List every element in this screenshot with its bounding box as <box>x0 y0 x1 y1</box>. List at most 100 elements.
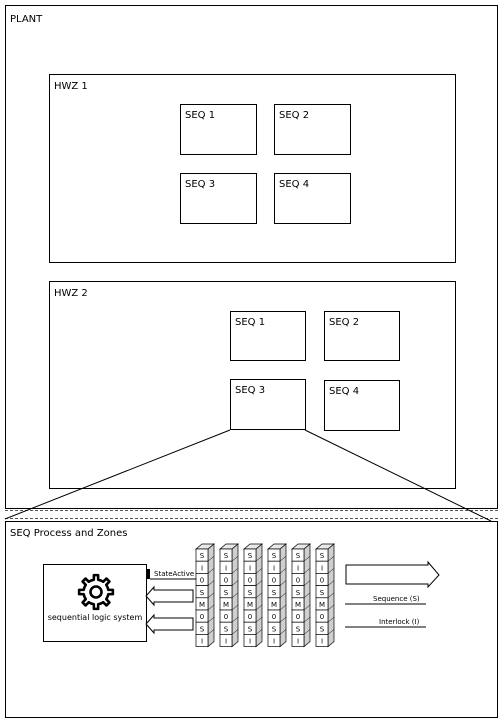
column-side-divider <box>231 543 239 550</box>
column-side-divider <box>231 556 239 562</box>
column-side-divider <box>207 543 215 550</box>
column-cell-letter: S <box>296 552 301 560</box>
column-cell-letter: I <box>225 564 227 572</box>
column-cell-letter: S <box>224 589 229 597</box>
seq-label: SEQ 2 <box>329 317 360 328</box>
column-side-divider <box>231 617 239 623</box>
feedback-arrow-bottom <box>145 613 194 635</box>
column-cell <box>267 634 281 647</box>
state-active-label: StateActive <box>154 570 195 578</box>
column-side-divider <box>279 617 287 623</box>
seq-label: SEQ 2 <box>279 110 310 121</box>
column-cell-letter: S <box>272 552 277 560</box>
column-side-divider <box>303 568 311 574</box>
hwz-1-label: HWZ 1 <box>54 81 88 92</box>
register-columns: SI0SM0SISI0SM0SISI0SM0SISI0SM0SISI0SM0SI… <box>195 543 335 648</box>
column-cell-letter: I <box>321 638 323 646</box>
column-side-divider <box>327 580 335 586</box>
column-cell <box>195 634 209 647</box>
column-side-divider <box>255 592 263 598</box>
feedback-arrow-top <box>145 585 194 607</box>
column-cell-letter: 0 <box>248 577 252 585</box>
column-side-divider <box>279 592 287 598</box>
column-cell-letter: 0 <box>296 613 300 621</box>
hwz-2-seq-1: SEQ 1 <box>230 311 306 361</box>
hwz-1-seq-3: SEQ 3 <box>180 173 257 224</box>
column-side-divider <box>279 556 287 562</box>
column-cell-letter: I <box>297 638 299 646</box>
column-cell-letter: S <box>200 552 205 560</box>
seq-label: SEQ 3 <box>235 385 266 396</box>
column-side-divider <box>327 568 335 574</box>
column-cell-letter: I <box>201 638 203 646</box>
column-cell-letter: 0 <box>200 613 204 621</box>
column-cell-letter: M <box>199 601 205 609</box>
hwz-2-label: HWZ 2 <box>54 288 88 299</box>
column-cell-letter: S <box>248 589 253 597</box>
column-side-divider <box>303 556 311 562</box>
column-cell-letter: M <box>319 601 325 609</box>
column-side-divider <box>303 617 311 623</box>
column-cell-letter: I <box>249 564 251 572</box>
column-cell-letter: 0 <box>224 613 228 621</box>
column-side-divider <box>327 604 335 611</box>
hwz-1-seq-2: SEQ 2 <box>274 104 351 155</box>
column-side-divider <box>255 568 263 574</box>
hwz-2-seq-4: SEQ 4 <box>324 380 400 431</box>
logic-system-label: sequential logic system <box>47 613 143 622</box>
column-side-divider <box>327 543 335 550</box>
column-cell-letter: S <box>320 552 325 560</box>
gear-icon <box>77 573 115 611</box>
column-side-divider <box>255 580 263 586</box>
detail-title: SEQ Process and Zones <box>10 528 128 539</box>
column-side-divider <box>327 629 335 635</box>
column-cell-letter: M <box>247 601 253 609</box>
column-cell-letter: 0 <box>248 613 252 621</box>
column-side-divider <box>231 604 239 611</box>
column-side-divider <box>231 568 239 574</box>
column-cell-letter: S <box>296 589 301 597</box>
column-cell-letter: S <box>248 552 253 560</box>
column-side-divider <box>231 592 239 598</box>
column-side-divider <box>327 556 335 562</box>
column-cell-letter: 0 <box>296 577 300 585</box>
column-cell-letter: I <box>249 638 251 646</box>
column-cell <box>291 634 305 647</box>
column-cell-letter: 0 <box>320 613 324 621</box>
zoom-line-right <box>304 429 492 522</box>
column-cell-letter: S <box>272 625 277 633</box>
column-cell-letter: 0 <box>224 577 228 585</box>
column-cell <box>315 634 329 647</box>
column-cell-letter: S <box>224 552 229 560</box>
column-cell <box>219 634 233 647</box>
column-cell-letter: 0 <box>272 577 276 585</box>
column-side-divider <box>327 592 335 598</box>
column-side-divider <box>303 629 311 635</box>
column-cell-letter: I <box>297 564 299 572</box>
seq-label: SEQ 1 <box>185 110 216 121</box>
seq-label: SEQ 1 <box>235 317 266 328</box>
column-side-divider <box>255 604 263 611</box>
output-arrow-right <box>345 560 440 589</box>
column-side-divider <box>207 568 215 574</box>
column-cell-letter: S <box>320 625 325 633</box>
column-side-divider <box>207 580 215 586</box>
column-cell-letter: 0 <box>320 577 324 585</box>
column-side-divider <box>207 617 215 623</box>
column-cell-letter: M <box>223 601 229 609</box>
column-cell <box>243 634 257 647</box>
column-cell-letter: S <box>320 589 325 597</box>
column-side-divider <box>231 629 239 635</box>
column-side-divider <box>303 604 311 611</box>
zoom-line-left <box>4 429 231 520</box>
column-cell-letter: 0 <box>200 577 204 585</box>
column-side-divider <box>279 580 287 586</box>
column-side-divider <box>303 580 311 586</box>
column-cell-letter: 0 <box>272 613 276 621</box>
column-cell-letter: M <box>295 601 301 609</box>
